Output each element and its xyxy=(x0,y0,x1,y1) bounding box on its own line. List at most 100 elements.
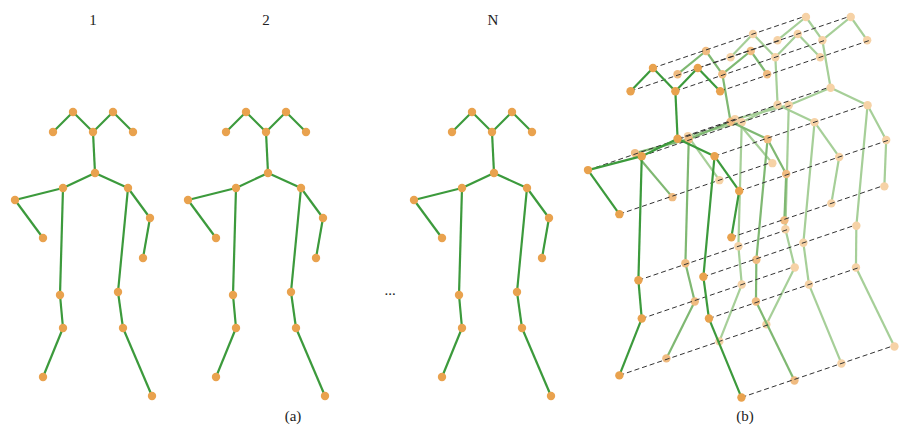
bone-line xyxy=(128,188,150,218)
bone-line xyxy=(522,328,551,396)
dashed-link xyxy=(638,229,788,280)
dashed-link xyxy=(619,324,769,375)
bone-line xyxy=(756,139,767,260)
bone-line xyxy=(291,188,301,292)
joint-dot xyxy=(705,314,713,322)
bone-line xyxy=(472,112,492,132)
skeleton-frame-front xyxy=(584,64,746,402)
joint-dot xyxy=(321,392,329,400)
joint-dot xyxy=(262,128,270,136)
bone-line xyxy=(775,57,777,105)
joint-dot xyxy=(528,128,536,136)
joint-dot xyxy=(584,166,592,174)
joint-dot xyxy=(545,214,553,222)
bone-line xyxy=(588,170,619,214)
joint-dot xyxy=(694,64,702,72)
joint-dot xyxy=(232,184,240,192)
bone-line xyxy=(462,173,494,188)
bone-line xyxy=(703,156,714,277)
joint-dot xyxy=(139,254,147,262)
joint-dot xyxy=(523,184,531,192)
bone-line xyxy=(851,17,867,40)
bone-line xyxy=(301,188,323,218)
bone-line xyxy=(517,188,527,292)
bone-line xyxy=(653,68,675,91)
bone-line xyxy=(775,34,797,57)
joint-dot xyxy=(229,291,237,299)
bone-line xyxy=(233,188,236,295)
bone-line xyxy=(73,112,93,132)
frame-number: 2 xyxy=(262,12,270,29)
joint-dot xyxy=(91,169,99,177)
joint-dot xyxy=(232,324,240,332)
dashed-link xyxy=(739,140,889,191)
joint-dot xyxy=(109,108,117,116)
dashed-link xyxy=(715,105,865,156)
bone-line xyxy=(118,188,128,292)
bone-line xyxy=(685,139,688,263)
bone-line xyxy=(638,156,641,280)
joint-dot xyxy=(124,184,132,192)
bone-line xyxy=(226,112,246,132)
bone-line xyxy=(15,188,63,200)
joint-dot xyxy=(863,36,871,44)
joint-dot xyxy=(212,234,220,242)
joint-dot xyxy=(847,13,855,21)
dashed-link xyxy=(588,119,738,170)
bone-line xyxy=(527,188,549,218)
bone-line xyxy=(784,174,786,220)
joint-dot xyxy=(626,87,634,95)
joint-dot xyxy=(319,214,327,222)
joint-dot xyxy=(882,136,890,144)
joint-dot xyxy=(768,159,776,167)
bone-line xyxy=(588,156,642,170)
bone-line xyxy=(93,112,113,132)
bone-line xyxy=(459,295,462,328)
joint-dot xyxy=(242,108,250,116)
joint-dot xyxy=(634,276,642,284)
joint-dot xyxy=(615,210,623,218)
bone-line xyxy=(63,173,95,188)
bone-line xyxy=(123,328,152,396)
bone-line xyxy=(738,122,741,246)
bone-line xyxy=(715,156,740,191)
joint-dot xyxy=(455,291,463,299)
joint-dot xyxy=(287,288,295,296)
joint-dot xyxy=(638,152,646,160)
joint-dot xyxy=(212,373,220,381)
joint-dot xyxy=(727,233,735,241)
joint-dot xyxy=(129,128,137,136)
bone-line xyxy=(291,292,296,328)
bone-line xyxy=(778,105,815,122)
bone-line xyxy=(675,68,697,91)
skeleton-frame xyxy=(410,108,555,400)
bone-line xyxy=(43,328,63,377)
joint-dot xyxy=(649,64,657,72)
bone-line xyxy=(688,136,719,180)
bone-line xyxy=(266,132,268,173)
joint-dot xyxy=(458,184,466,192)
bone-line xyxy=(246,112,266,132)
joint-dot xyxy=(438,234,446,242)
joint-dot xyxy=(513,288,521,296)
bone-line xyxy=(188,188,236,200)
bone-line xyxy=(316,218,323,258)
joint-dot xyxy=(282,108,290,116)
panel-label: (b) xyxy=(736,408,754,425)
joint-dot xyxy=(699,273,707,281)
bone-line xyxy=(95,173,128,188)
joint-dot xyxy=(518,324,526,332)
bone-line xyxy=(143,218,150,258)
bone-line xyxy=(689,122,731,139)
bone-line xyxy=(414,188,462,200)
frame-number: N xyxy=(488,12,499,29)
dashed-link xyxy=(675,40,825,91)
joint-dot xyxy=(773,36,781,44)
joint-dot xyxy=(56,291,64,299)
joint-dot xyxy=(264,169,272,177)
bone-line xyxy=(822,40,830,88)
joint-dot xyxy=(119,324,127,332)
dashed-link xyxy=(741,346,891,397)
joint-dot xyxy=(673,135,681,143)
bone-line xyxy=(118,292,123,328)
